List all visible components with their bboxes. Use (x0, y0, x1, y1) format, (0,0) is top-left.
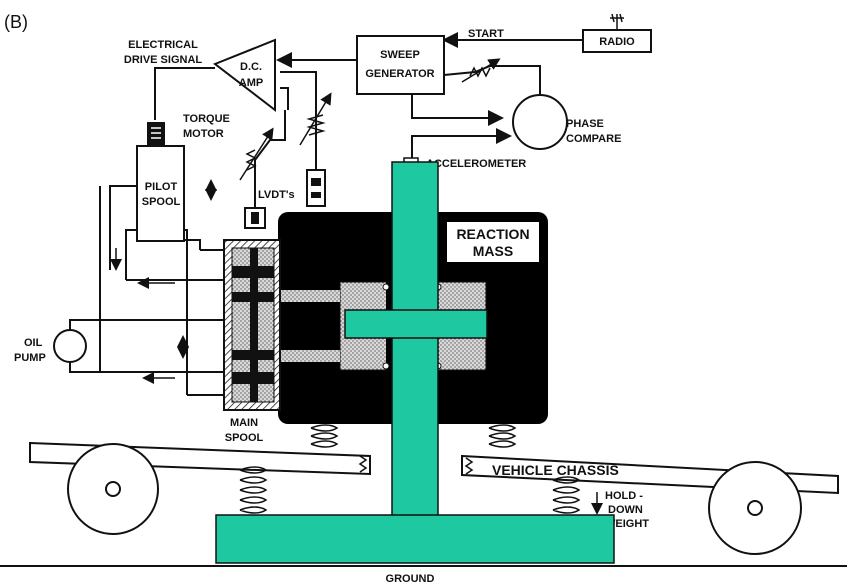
sweep-generator-label-1: SWEEP (380, 49, 420, 61)
phase-compare: PHASE COMPARE (512, 94, 621, 150)
lvdts-label: LVDT's (258, 189, 295, 201)
main-label: MAIN (230, 417, 258, 429)
wheel-right (708, 461, 802, 555)
phase-label: PHASE (566, 118, 604, 130)
spool-label: SPOOL (142, 196, 181, 208)
start-label: START (468, 28, 504, 40)
radio-box: RADIO (582, 13, 652, 53)
springs (239, 424, 581, 514)
piston-head (344, 309, 488, 339)
down-label: DOWN (608, 504, 643, 516)
electrical-label-1: ELECTRICAL (128, 39, 198, 51)
panel-label: (B) (4, 12, 28, 32)
lvdt-resistor-icon (245, 149, 257, 171)
pump-label: PUMP (14, 352, 46, 364)
torque-motor (147, 122, 165, 146)
lvdt-sensor-2 (306, 169, 326, 207)
variable-resistor-icon (469, 66, 491, 78)
radio-label: RADIO (599, 36, 635, 48)
reaction-label: REACTION (456, 226, 529, 242)
weight-label: WEIGHT (605, 518, 649, 530)
reaction-mass-label-box (447, 222, 539, 262)
antenna-icon (610, 13, 624, 30)
wheel-left (67, 443, 159, 535)
mass-label: MASS (473, 243, 513, 259)
pilot-label: PILOT (145, 181, 178, 193)
hold-label: HOLD - (605, 490, 643, 502)
spool-label-main: SPOOL (225, 432, 264, 444)
dc-amp-label-2: AMP (239, 77, 263, 89)
piston-column (391, 161, 439, 523)
oil-label: OIL (24, 337, 43, 349)
ground-label: GROUND (386, 573, 435, 585)
pilot-spool: PILOT SPOOL (136, 145, 185, 242)
dc-amp: D.C. AMP (212, 38, 276, 113)
accelerometer-label: ACCELEROMETER (426, 158, 526, 170)
sweep-generator-box: SWEEP GENERATOR (356, 35, 445, 95)
lvdt-resistor-icon-2 (306, 114, 326, 136)
compare-label: COMPARE (566, 133, 621, 145)
motor-label: MOTOR (183, 128, 224, 140)
vehicle-chassis-label: VEHICLE CHASSIS (492, 462, 619, 478)
torque-label: TORQUE (183, 113, 230, 125)
baseplate (215, 514, 615, 564)
oil-pump (53, 329, 87, 363)
dc-amp-label-1: D.C. (240, 61, 262, 73)
electrical-label-2: DRIVE SIGNAL (124, 54, 203, 66)
sweep-generator-label-2: GENERATOR (365, 68, 434, 80)
